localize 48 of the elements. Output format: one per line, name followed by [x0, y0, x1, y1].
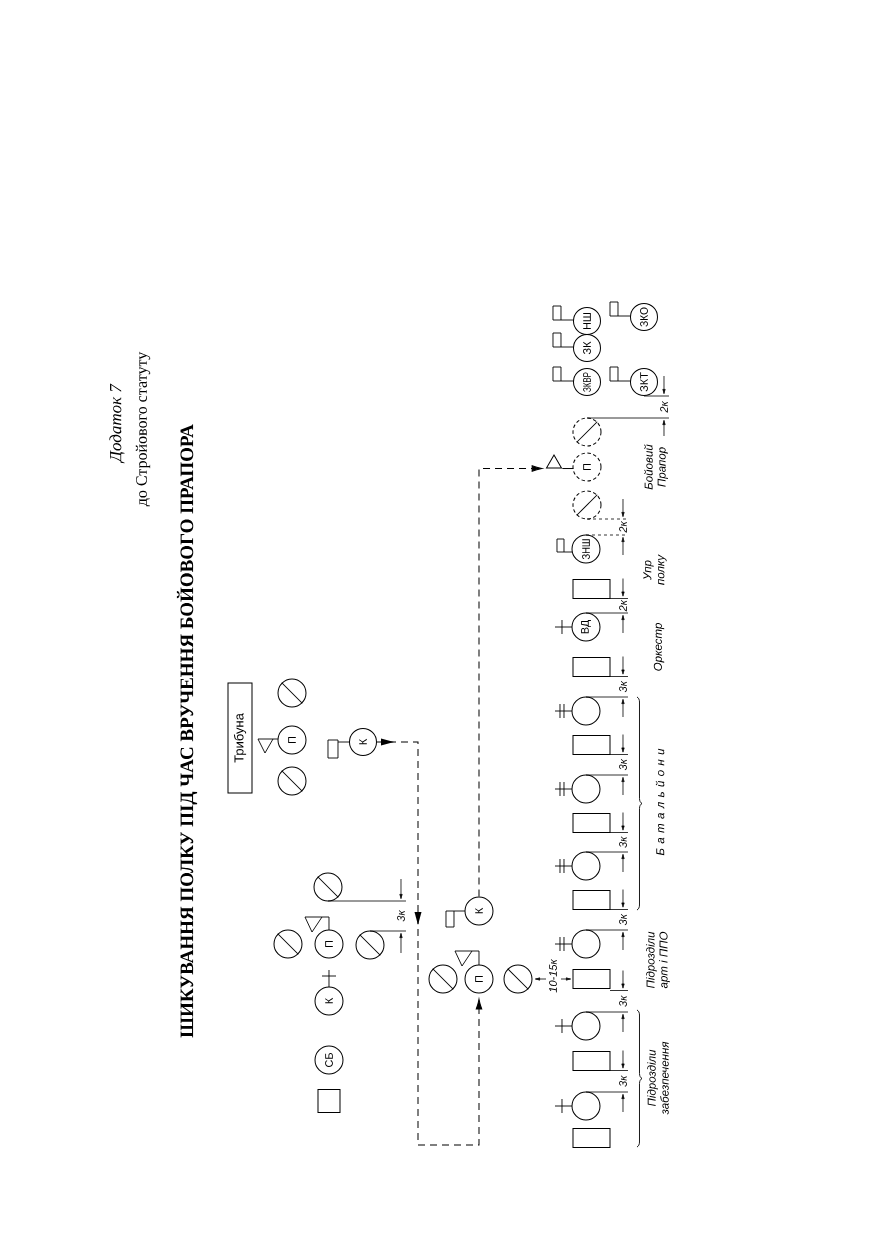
slashed-circle [277, 678, 307, 708]
plain-circle [571, 774, 601, 804]
dimension-label: 3к [619, 680, 627, 693]
dimension-label: 3к [619, 836, 627, 848]
dimension-label: 3к [619, 1075, 627, 1087]
group-label: Б а т а л ь й о н и [655, 748, 665, 856]
title: ШИКУВАННЯ ПОЛКУ ПІД ЧАС ВРУЧЕННЯ БОЙОВОГО ПРАПОРА [176, 424, 198, 1038]
group-label: Підрозділи арт і ППО [646, 931, 670, 989]
plain-circle [571, 1011, 601, 1041]
group-label: Підрозділи забезпечення [647, 1041, 669, 1115]
slashed-circle [355, 930, 385, 960]
dimension-label: 10-15к [549, 959, 557, 993]
dimension-label: 2к [660, 401, 668, 413]
rectangle-symbol [572, 657, 611, 677]
dimension-label: 2к [619, 521, 627, 533]
slashed-circle [273, 929, 303, 959]
slashed-circle [277, 766, 307, 796]
plain-circle [571, 1091, 601, 1121]
group-label: Упр полку [643, 554, 667, 585]
rectangle-symbol [572, 579, 611, 599]
rectangle-symbol [572, 890, 611, 910]
labeled-box: Трибуна [227, 682, 253, 794]
rectangle-symbol [572, 969, 611, 989]
header-note: Додаток 7 [109, 383, 125, 464]
group-label: Оркестр [653, 623, 665, 671]
group-label: Бойовий Прапор [644, 444, 668, 490]
rectangle-symbol [572, 813, 611, 833]
dimension-label: 3к [619, 913, 627, 926]
header-note: до Стройового статуту [135, 351, 151, 507]
plain-circle [571, 696, 601, 726]
rectangle-symbol [572, 1128, 611, 1148]
rectangle-symbol [572, 735, 611, 755]
plain-circle [571, 851, 601, 881]
dimension-label: 3к [397, 910, 405, 922]
slashed-circle [428, 964, 458, 994]
dashed-arrow [376, 738, 483, 1146]
slashed-circle [313, 872, 343, 902]
dashed-slashed-circle [572, 490, 602, 520]
dimension-label: 3к [619, 758, 627, 771]
dashed-slashed-circle [572, 417, 602, 447]
dimension-label: 2к [619, 599, 627, 612]
rectangle-symbol [317, 1089, 341, 1113]
plain-circle [571, 929, 601, 959]
rectangle-symbol [572, 1051, 611, 1071]
dimension-label: 3к [619, 995, 627, 1007]
dashed-arrow [478, 465, 543, 897]
slashed-circle [503, 964, 533, 994]
pennant-triangle [546, 454, 574, 470]
